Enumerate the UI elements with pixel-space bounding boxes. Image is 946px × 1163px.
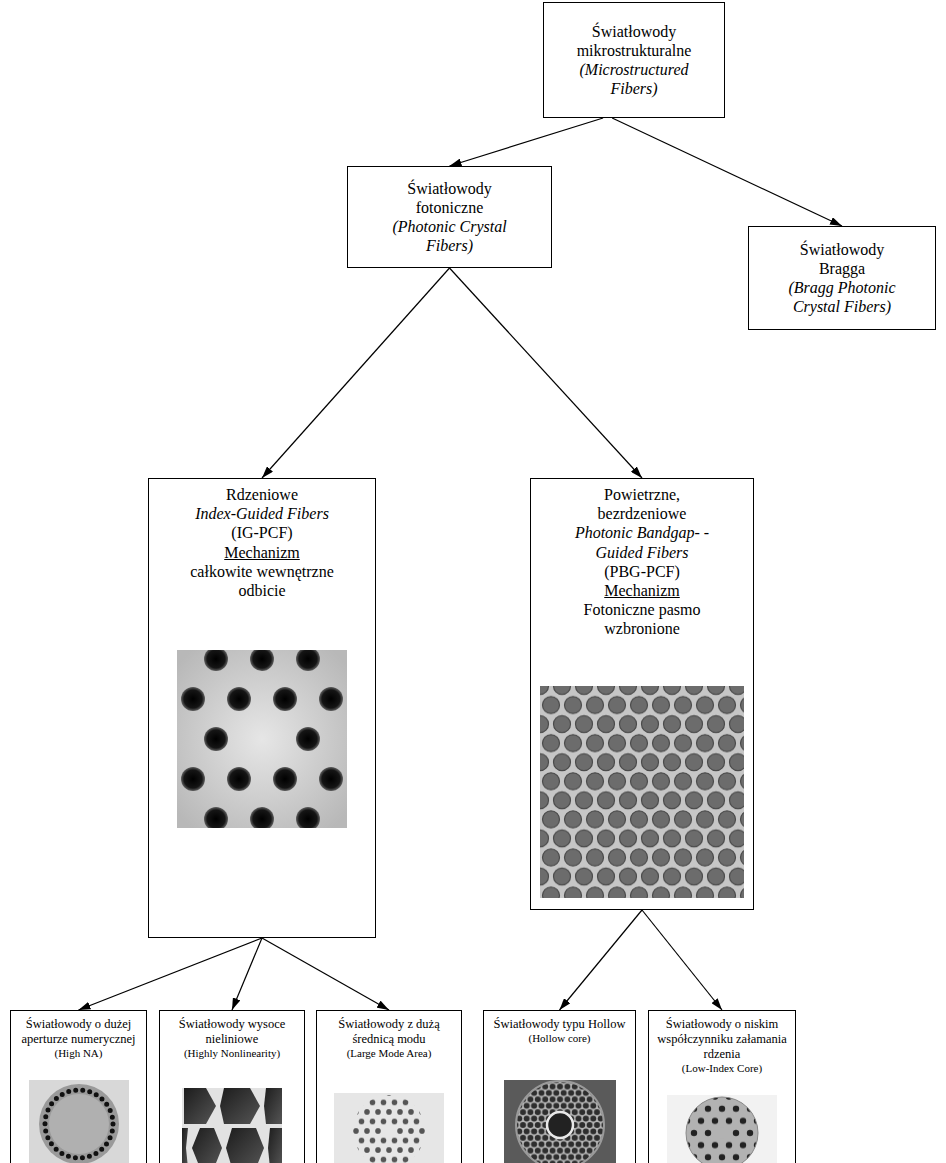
box-text: (Hollow core): [492, 1032, 627, 1045]
fiber-category-box: Powietrzne, bezrdzeniowePhotonic Bandgap…: [530, 478, 754, 910]
connector-arrow: [262, 268, 450, 478]
box-content: Światłowody o dużej aperturze numeryczne…: [19, 1017, 138, 1060]
connector-arrow: [232, 938, 262, 1010]
connector-arrow: [79, 938, 263, 1010]
hollow-core: [547, 1112, 573, 1138]
box-content: Światłowody wysoce nieliniowe(Highly Non…: [168, 1017, 296, 1060]
box-content: Światłowody fotoniczne(Photonic Crystal …: [375, 179, 524, 256]
ig-pcf-photo: [177, 650, 347, 828]
glass-web: [182, 1088, 282, 1163]
box-text: Fotoniczne pasmo wzbronione: [561, 600, 723, 638]
box-text: Światłowody o dużej aperturze numeryczne…: [19, 1017, 138, 1047]
solid-core: [384, 1126, 394, 1136]
box-text: Światłowody z dużą średnicą modu: [325, 1017, 453, 1047]
box-text: Index-Guided Fibers: [169, 504, 355, 523]
box-text: całkowite wewnętrzne odbicie: [169, 562, 355, 600]
core-region: [716, 1127, 728, 1139]
box-text: (Bragg Photonic Crystal Fibers): [779, 278, 905, 316]
connector-arrow: [450, 268, 643, 478]
box-content: Powietrzne, bezrdzeniowePhotonic Bandgap…: [561, 485, 723, 639]
low-index-core-photo: [667, 1095, 777, 1163]
fiber-category-box: Światłowody fotoniczne(Photonic Crystal …: [347, 166, 552, 268]
air-holes: [181, 650, 343, 828]
air-hole-ring: [45, 1090, 113, 1158]
fiber-cladding: [39, 1084, 119, 1163]
box-text: (Photonic Crystal Fibers): [375, 217, 524, 255]
connector-arrow: [642, 910, 722, 1010]
box-content: Światłowody z dużą średnicą modu(Large M…: [325, 1017, 453, 1060]
pbg-pcf-photo: [540, 686, 744, 898]
fiber-category-box: RdzenioweIndex-Guided Fibers(IG-PCF)Mech…: [148, 478, 376, 938]
box-content: Światłowody typu Hollow(Hollow core): [492, 1017, 627, 1045]
box-text: Mechanizm: [169, 543, 355, 562]
fiber-category-box: Światłowody Bragga(Bragg Photonic Crysta…: [748, 226, 936, 330]
hole-lattice: [686, 1097, 758, 1163]
fiber-category-box: Światłowody o dużej aperturze numeryczne…: [10, 1010, 147, 1163]
box-text: Photonic Bandgap- -Guided Fibers: [561, 523, 723, 561]
box-text: (IG-PCF): [169, 523, 355, 542]
fiber-category-box: Światłowody z dużą średnicą modu(Large M…: [316, 1010, 462, 1163]
large-mode-area-photo: [334, 1093, 444, 1163]
box-text: (Large Mode Area): [325, 1047, 453, 1060]
photo-ground: [177, 650, 347, 828]
fiber-category-box: Światłowody wysoce nieliniowe(Highly Non…: [159, 1010, 305, 1163]
box-text: (Low-Index Core): [657, 1062, 787, 1075]
photo-ground: [667, 1095, 777, 1163]
honeycomb-cladding: [516, 1081, 604, 1163]
highly-nonlinear-photo: [182, 1088, 282, 1163]
box-content: Światłowody o niskim współczynniku załam…: [657, 1017, 787, 1075]
box-text: Mechanizm: [561, 581, 723, 600]
box-text: Światłowody typu Hollow: [492, 1017, 627, 1032]
box-text: Światłowody fotoniczne: [375, 179, 524, 217]
box-text: Światłowody o niskim współczynniku załam…: [657, 1017, 787, 1062]
photo-ground: [504, 1080, 616, 1163]
air-cells: [182, 1088, 282, 1163]
hollow-core-photo: [504, 1080, 616, 1163]
box-text: (PBG-PCF): [561, 562, 723, 581]
fiber-category-box: Światłowody mikrostrukturalne(Microstruc…: [543, 2, 725, 118]
box-text: (High NA): [19, 1047, 138, 1060]
box-content: Światłowody Bragga(Bragg Photonic Crysta…: [779, 240, 905, 317]
box-text: (Microstructured Fibers): [558, 60, 710, 98]
hole-lattice: [353, 1095, 425, 1163]
box-text: Światłowody wysoce nieliniowe: [168, 1017, 296, 1047]
connector-arrow: [612, 118, 842, 226]
honeycomb-cladding: [540, 686, 744, 898]
fiber-category-box: Światłowody o niskim współczynniku załam…: [648, 1010, 796, 1163]
box-content: RdzenioweIndex-Guided Fibers(IG-PCF)Mech…: [169, 485, 355, 600]
connector-arrow: [262, 938, 389, 1010]
fiber-category-box: Światłowody typu Hollow(Hollow core): [483, 1010, 636, 1163]
photo-ground: [29, 1080, 129, 1163]
photo-ground: [334, 1093, 444, 1163]
connector-arrow: [450, 118, 604, 166]
box-text: (Highly Nonlinearity): [168, 1047, 296, 1060]
box-content: Światłowody mikrostrukturalne(Microstruc…: [558, 22, 710, 99]
box-text: Powietrzne, bezrdzeniowe: [561, 485, 723, 523]
box-text: Rdzeniowe: [169, 485, 355, 504]
box-text: Światłowody Bragga: [779, 240, 905, 278]
high-na-photo: [29, 1080, 129, 1163]
fiber-core: [49, 1094, 109, 1154]
connector-arrow: [560, 910, 643, 1010]
box-text: Światłowody mikrostrukturalne: [558, 22, 710, 60]
